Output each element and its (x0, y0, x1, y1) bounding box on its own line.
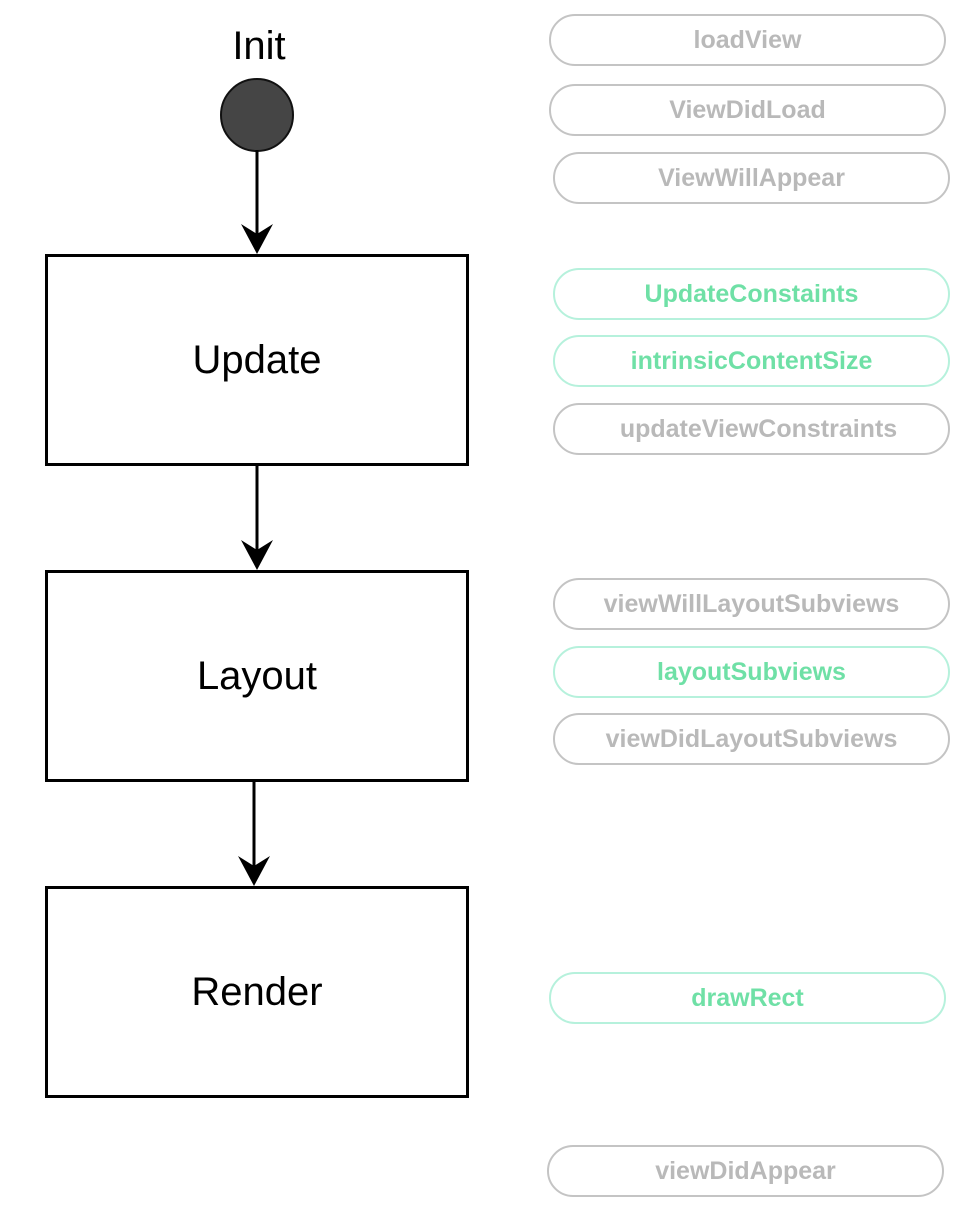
arrow-layout-to-render (238, 782, 270, 886)
method-load-view: loadView (549, 14, 946, 66)
method-view-will-layout-subviews: viewWillLayoutSubviews (553, 578, 950, 630)
method-layout-subviews: layoutSubviews (553, 646, 950, 698)
method-view-did-layout-subviews: viewDidLayoutSubviews (553, 713, 950, 765)
method-update-view-constraints: updateViewConstraints (553, 403, 950, 455)
start-node (220, 78, 294, 152)
method-view-will-appear: ViewWillAppear (553, 152, 950, 204)
arrow-update-to-layout (241, 466, 273, 570)
method-update-constraints: UpdateConstaints (553, 268, 950, 320)
method-intrinsic-content-size: intrinsicContentSize (553, 335, 950, 387)
init-label: Init (232, 24, 286, 68)
method-draw-rect: drawRect (549, 972, 946, 1024)
state-layout: Layout (45, 570, 469, 782)
method-view-did-appear: viewDidAppear (547, 1145, 944, 1197)
arrow-init-to-update (241, 150, 273, 254)
state-render: Render (45, 886, 469, 1098)
method-view-did-load: ViewDidLoad (549, 84, 946, 136)
state-update: Update (45, 254, 469, 466)
